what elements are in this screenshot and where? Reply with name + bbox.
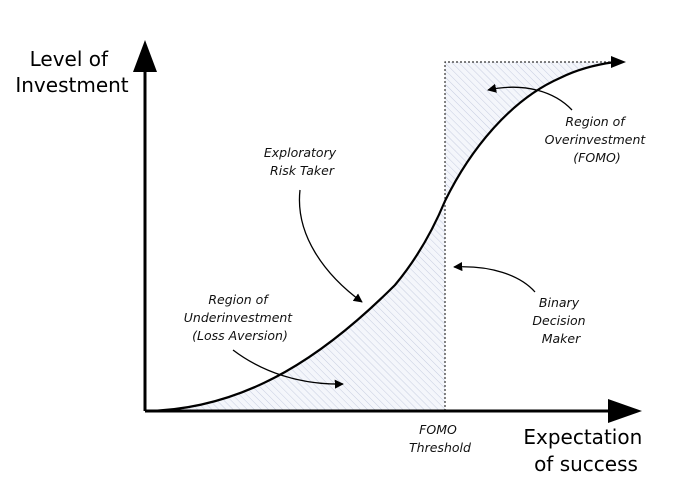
x-axis-title: Expectation of success — [523, 425, 648, 476]
exploratory-arrow — [298, 189, 363, 303]
binary-arrow — [453, 262, 536, 293]
underinvestment-label: Region of Underinvestment (Loss Aversion… — [184, 292, 296, 343]
fomo-threshold-line — [444, 61, 622, 411]
curve-arrowhead — [611, 56, 626, 68]
underinvestment-region — [145, 201, 445, 411]
overinvestment-arrow — [487, 83, 573, 111]
overinvestment-region — [445, 62, 615, 201]
binary-label: Binary Decision Maker — [532, 295, 589, 346]
exploratory-label: Exploratory Risk Taker — [264, 145, 340, 178]
y-axis-title: Level of Investment — [15, 47, 128, 97]
fomo-threshold-label: FOMO Threshold — [409, 422, 471, 455]
overinvestment-label: Region of Overinvestment (FOMO) — [545, 114, 650, 165]
x-axis-arrowhead — [608, 399, 642, 423]
y-axis-arrowhead — [133, 40, 157, 72]
underinvestment-arrow — [232, 349, 344, 389]
